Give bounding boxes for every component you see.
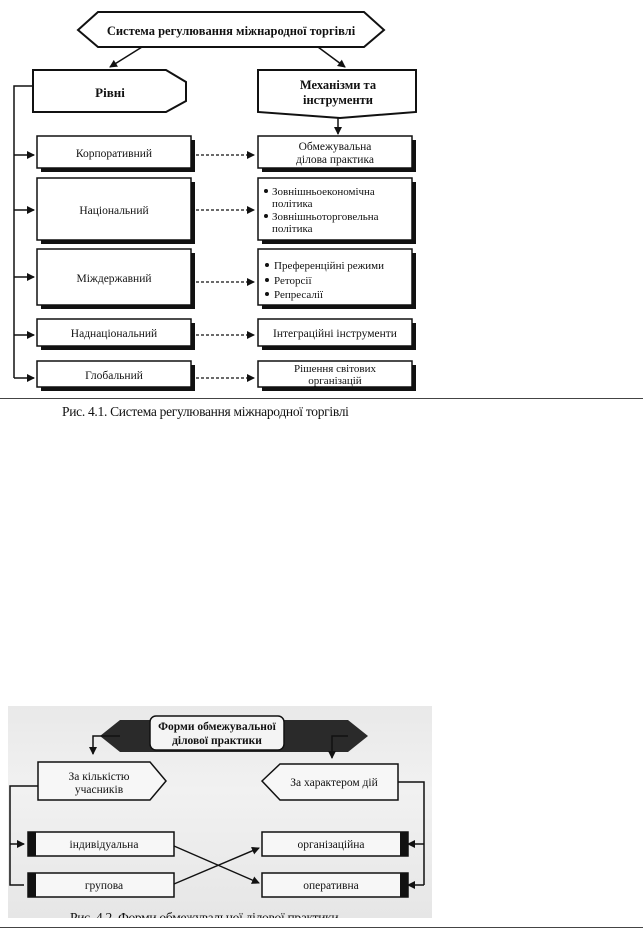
arrow-group-to-organizational: [173, 847, 260, 885]
mechanism-line: політика: [272, 198, 313, 210]
mechanisms-header-shape: [257, 69, 417, 120]
level-box-corporate: Корпоративний: [36, 135, 195, 172]
box-label: індивідуальна: [70, 839, 139, 851]
level-label: Міждержавний: [76, 273, 151, 285]
level-box-supranational: Наднаціональний: [36, 318, 195, 350]
arrow-individual-to-operational: [173, 845, 260, 884]
levels-header-shape: [32, 69, 187, 113]
system-title-text: Система регулювання міжнародної торгівлі: [107, 24, 356, 38]
mechanism-line: Інтеграційні інструменти: [273, 328, 397, 340]
arrow-title-to-mechanisms: [317, 46, 346, 68]
bullet-icon: [265, 292, 269, 296]
mechanism-line: Зовнішньоекономічна: [272, 186, 375, 198]
nature-bracket: [398, 781, 425, 885]
bullet-icon: [264, 214, 268, 218]
mechanism-line: організацій: [308, 375, 362, 387]
arrow-to-nature: [328, 735, 348, 759]
participants-header-line2: учасників: [75, 784, 124, 796]
figure-4-1-caption: Рис. 4.1. Система регулювання міжнародно…: [62, 404, 349, 419]
level-label: Національний: [79, 205, 148, 217]
system-title-hexagon: [76, 11, 386, 48]
arrow-to-participants: [89, 735, 120, 755]
box-individual: індивідуальна: [27, 831, 175, 857]
bullet-icon: [265, 278, 269, 282]
level-box-global: Глобальний: [36, 360, 195, 391]
mechanism-box-interstate: Преференційні режими Реторсії Репресалії: [257, 248, 416, 309]
mechanism-box-corporate: Обмежувальна ділова практика: [257, 135, 416, 172]
level-box-national: Національний: [36, 177, 195, 244]
box-label: організаційна: [297, 839, 364, 851]
level-label: Наднаціональний: [71, 328, 157, 340]
box-group: групова: [27, 872, 175, 898]
box-label: групова: [85, 880, 123, 892]
forms-title-line2: ділової практики: [172, 735, 262, 747]
mechanism-line: Обмежувальна: [299, 141, 372, 153]
mechanism-line: Репресалії: [274, 289, 324, 301]
level-box-interstate: Міждержавний: [36, 248, 195, 309]
nature-header-text: За характером дій: [290, 777, 378, 789]
mechanism-line: Рішення світових: [294, 363, 376, 375]
figure-4-1-diagram: Система регулювання міжнародної торгівлі…: [13, 11, 417, 391]
box-label: оперативна: [303, 880, 358, 892]
participants-header-shape: [37, 761, 167, 801]
bottom-divider-line: [0, 927, 643, 928]
levels-bracket-line: [13, 85, 33, 378]
mechanisms-header-line1: Механізми та: [300, 78, 377, 92]
participants-header-line1: За кількістю: [68, 771, 129, 783]
level-label: Глобальний: [85, 370, 143, 382]
mechanism-box-supranational: Інтеграційні інструменти: [257, 318, 416, 350]
box-operational: оперативна: [261, 872, 409, 898]
box-organizational: організаційна: [261, 831, 409, 857]
divider-line: [0, 398, 643, 399]
levels-header-text: Рівні: [95, 85, 125, 100]
mechanism-box-global: Рішення світових організацій: [257, 360, 416, 391]
level-label: Корпоративний: [76, 148, 152, 160]
mechanism-line: Зовнішньоторговельна: [272, 211, 379, 223]
mechanisms-header-line2: інструменти: [303, 93, 373, 107]
mechanism-line: Реторсії: [274, 275, 312, 287]
bottom-mask: [0, 918, 643, 941]
bullet-icon: [264, 189, 268, 193]
mechanism-line: політика: [272, 223, 313, 235]
mechanism-line: Преференційні режими: [274, 260, 384, 272]
arrow-title-to-levels: [109, 46, 143, 68]
forms-title-line1: Форми обмежувальної: [158, 721, 276, 733]
participants-bracket: [9, 785, 38, 886]
bullet-icon: [265, 263, 269, 267]
figure-4-2-diagram: Форми обмежувальної ділової практики За …: [9, 715, 425, 925]
mechanism-box-national: Зовнішньоекономічна політика Зовнішньото…: [257, 177, 416, 244]
mechanism-line: ділова практика: [296, 154, 374, 166]
